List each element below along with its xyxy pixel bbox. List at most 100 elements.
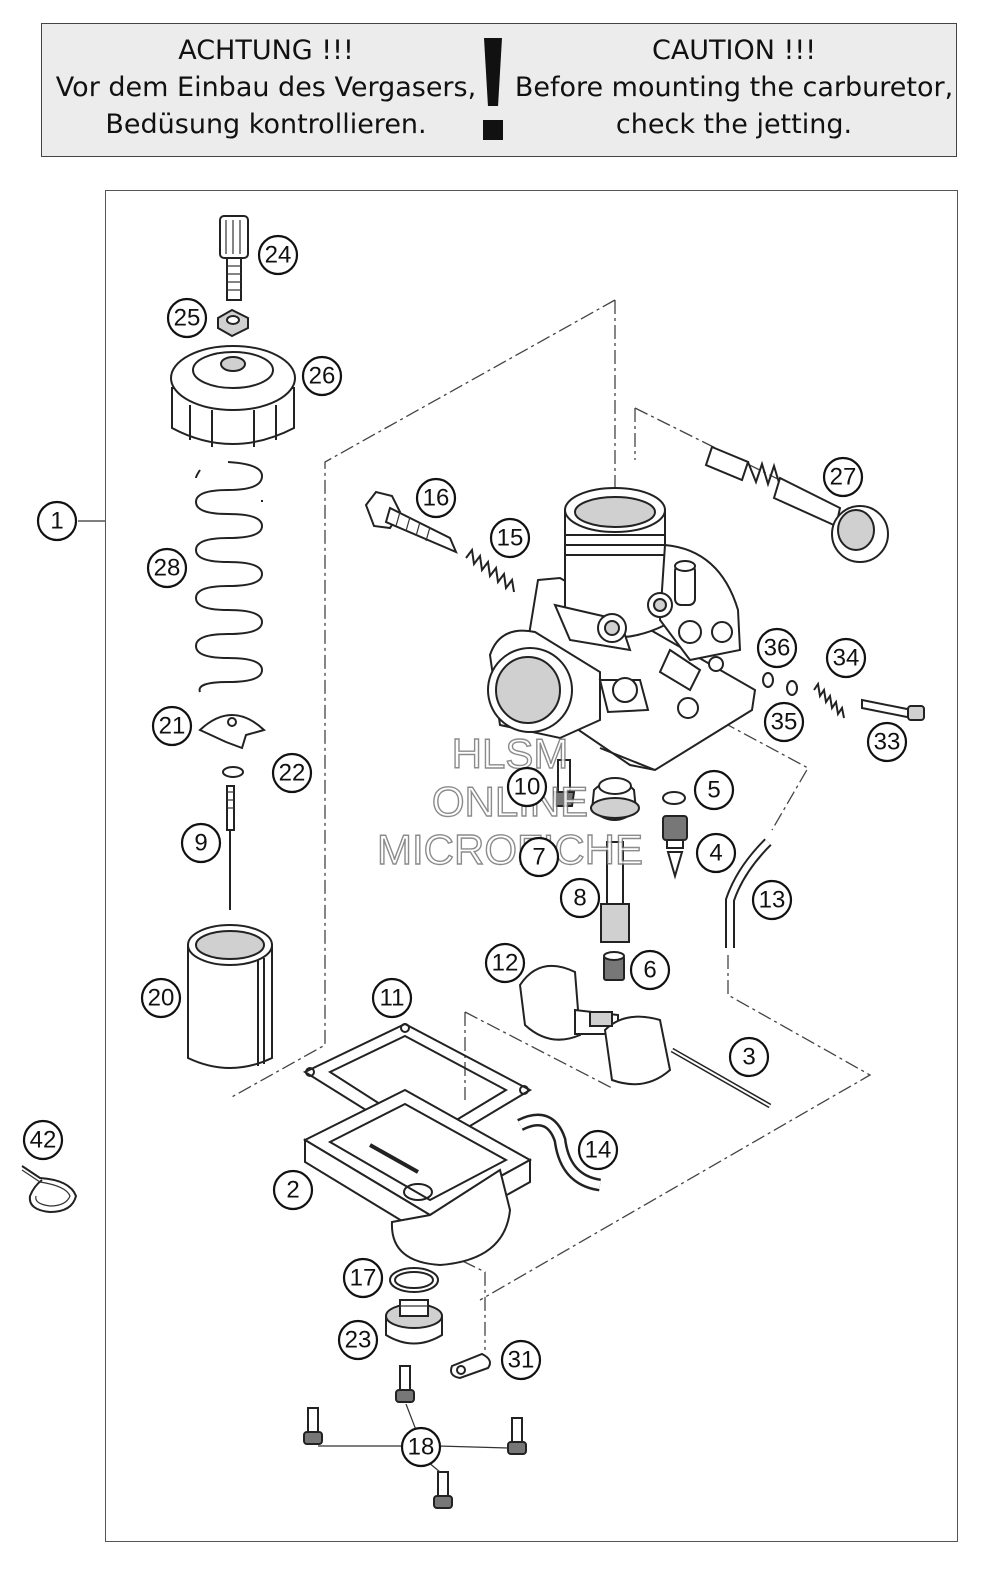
caution-line1-english: Before mounting the carburetor,: [514, 72, 954, 103]
callout-28: 28: [146, 547, 188, 589]
svg-text:27: 27: [830, 464, 857, 491]
part-needle-retainer: [198, 714, 266, 750]
part-needle-jet-holder: [590, 777, 640, 821]
callout-1: 1: [36, 500, 78, 542]
svg-text:5: 5: [707, 777, 720, 804]
exclamation-icon: [478, 38, 508, 146]
callout-2: 2: [272, 1169, 314, 1211]
svg-text:24: 24: [265, 242, 292, 269]
svg-text:42: 42: [30, 1127, 57, 1154]
part-overflow-hose: [725, 838, 772, 948]
caution-title-german: ACHTUNG !!!: [178, 35, 354, 66]
svg-text:34: 34: [833, 645, 860, 672]
svg-text:4: 4: [709, 840, 722, 867]
caution-line2-german: Bedüsung kontrollieren.: [105, 109, 427, 140]
svg-text:17: 17: [350, 1265, 377, 1292]
svg-text:12: 12: [492, 950, 519, 977]
part-float-needle-valve: [662, 815, 688, 880]
svg-text:26: 26: [309, 363, 336, 390]
svg-text:20: 20: [148, 985, 175, 1012]
part-cable-tie: [21, 1165, 78, 1214]
svg-text:16: 16: [423, 485, 450, 512]
callout-27: 27: [822, 456, 864, 498]
part-air-screw-set: [762, 672, 925, 721]
watermark-line1: HLSM: [452, 730, 569, 777]
callout-26: 26: [301, 355, 343, 397]
svg-text:10: 10: [514, 774, 541, 801]
part-carburetor-body: [487, 487, 757, 772]
callout-6: 6: [629, 949, 671, 991]
callout-15: 15: [489, 517, 531, 559]
part-throttle-slide: [187, 924, 273, 1069]
svg-text:14: 14: [585, 1137, 612, 1164]
caution-title-english: CAUTION !!!: [651, 35, 817, 66]
callout-13: 13: [751, 879, 793, 921]
part-vent-hose: [517, 1113, 602, 1192]
callout-24: 24: [257, 234, 299, 276]
part-o-ring: [389, 1267, 439, 1293]
caution-text-german: ACHTUNG !!! Vor dem Einbau des Vergasers…: [50, 32, 482, 143]
callout-22: 22: [271, 752, 313, 794]
callout-5: 5: [693, 769, 735, 811]
callout-23: 23: [337, 1319, 379, 1361]
watermark-line3: MICROFICHE: [377, 826, 643, 873]
svg-text:8: 8: [573, 885, 586, 912]
callout-4: 4: [695, 832, 737, 874]
svg-text:2: 2: [286, 1177, 299, 1204]
callout-36: 36: [756, 627, 798, 669]
callout-16: 16: [415, 477, 457, 519]
part-lock-nut: [217, 308, 249, 338]
callout-9: 9: [180, 822, 222, 864]
part-choke-plunger: [704, 445, 889, 563]
callout-10: 10: [506, 766, 548, 808]
part-cable-bracket: [450, 1352, 491, 1380]
callout-14: 14: [577, 1129, 619, 1171]
svg-text:36: 36: [764, 635, 791, 662]
caution-text-english: CAUTION !!! Before mounting the carburet…: [514, 32, 954, 143]
svg-text:18: 18: [408, 1434, 435, 1461]
part-main-jet: [603, 951, 625, 981]
callout-35: 35: [763, 701, 805, 743]
caution-line1-german: Vor dem Einbau des Vergasers,: [55, 72, 477, 103]
callout-12: 12: [484, 942, 526, 984]
part-float-pin: [670, 1047, 772, 1109]
part-drain-plug: [385, 1299, 443, 1345]
svg-text:9: 9: [194, 830, 207, 857]
callout-33: 33: [866, 721, 908, 763]
part-bowl-screws: [303, 1365, 527, 1509]
assembly-guide-lines: [229, 299, 872, 1350]
part-adjuster-screw: [219, 215, 249, 301]
svg-text:3: 3: [742, 1044, 755, 1071]
callout-25: 25: [166, 297, 208, 339]
svg-text:1: 1: [50, 508, 63, 535]
part-jet-needle: [226, 785, 235, 910]
svg-text:7: 7: [532, 844, 545, 871]
svg-text:21: 21: [159, 713, 186, 740]
svg-text:28: 28: [154, 555, 181, 582]
svg-text:11: 11: [380, 985, 405, 1012]
callout-34: 34: [825, 637, 867, 679]
callout-8: 8: [559, 877, 601, 919]
svg-text:23: 23: [345, 1327, 372, 1354]
part-pilot-jet: [552, 759, 576, 807]
callout-17: 17: [342, 1257, 384, 1299]
part-carburetor-cap: [170, 345, 296, 447]
part-idle-adjust-screw: [364, 490, 458, 554]
part-float: [518, 964, 672, 1086]
caution-banner: ACHTUNG !!! Vor dem Einbau des Vergasers…: [41, 23, 957, 157]
callout-7: 7: [518, 836, 560, 878]
callout-21: 21: [151, 705, 193, 747]
part-needle-clip: [222, 766, 244, 778]
svg-text:31: 31: [508, 1347, 535, 1374]
assembly-frame: [105, 190, 958, 1542]
callout-18: 18: [400, 1426, 442, 1468]
part-float-needle-washer: [662, 791, 686, 805]
callout-3: 3: [728, 1036, 770, 1078]
part-throttle-spring: [194, 461, 264, 693]
svg-text:25: 25: [174, 305, 201, 332]
part-atomizer: [600, 841, 630, 943]
svg-text:13: 13: [759, 887, 786, 914]
part-float-bowl: [302, 1088, 533, 1267]
svg-text:35: 35: [771, 709, 798, 736]
